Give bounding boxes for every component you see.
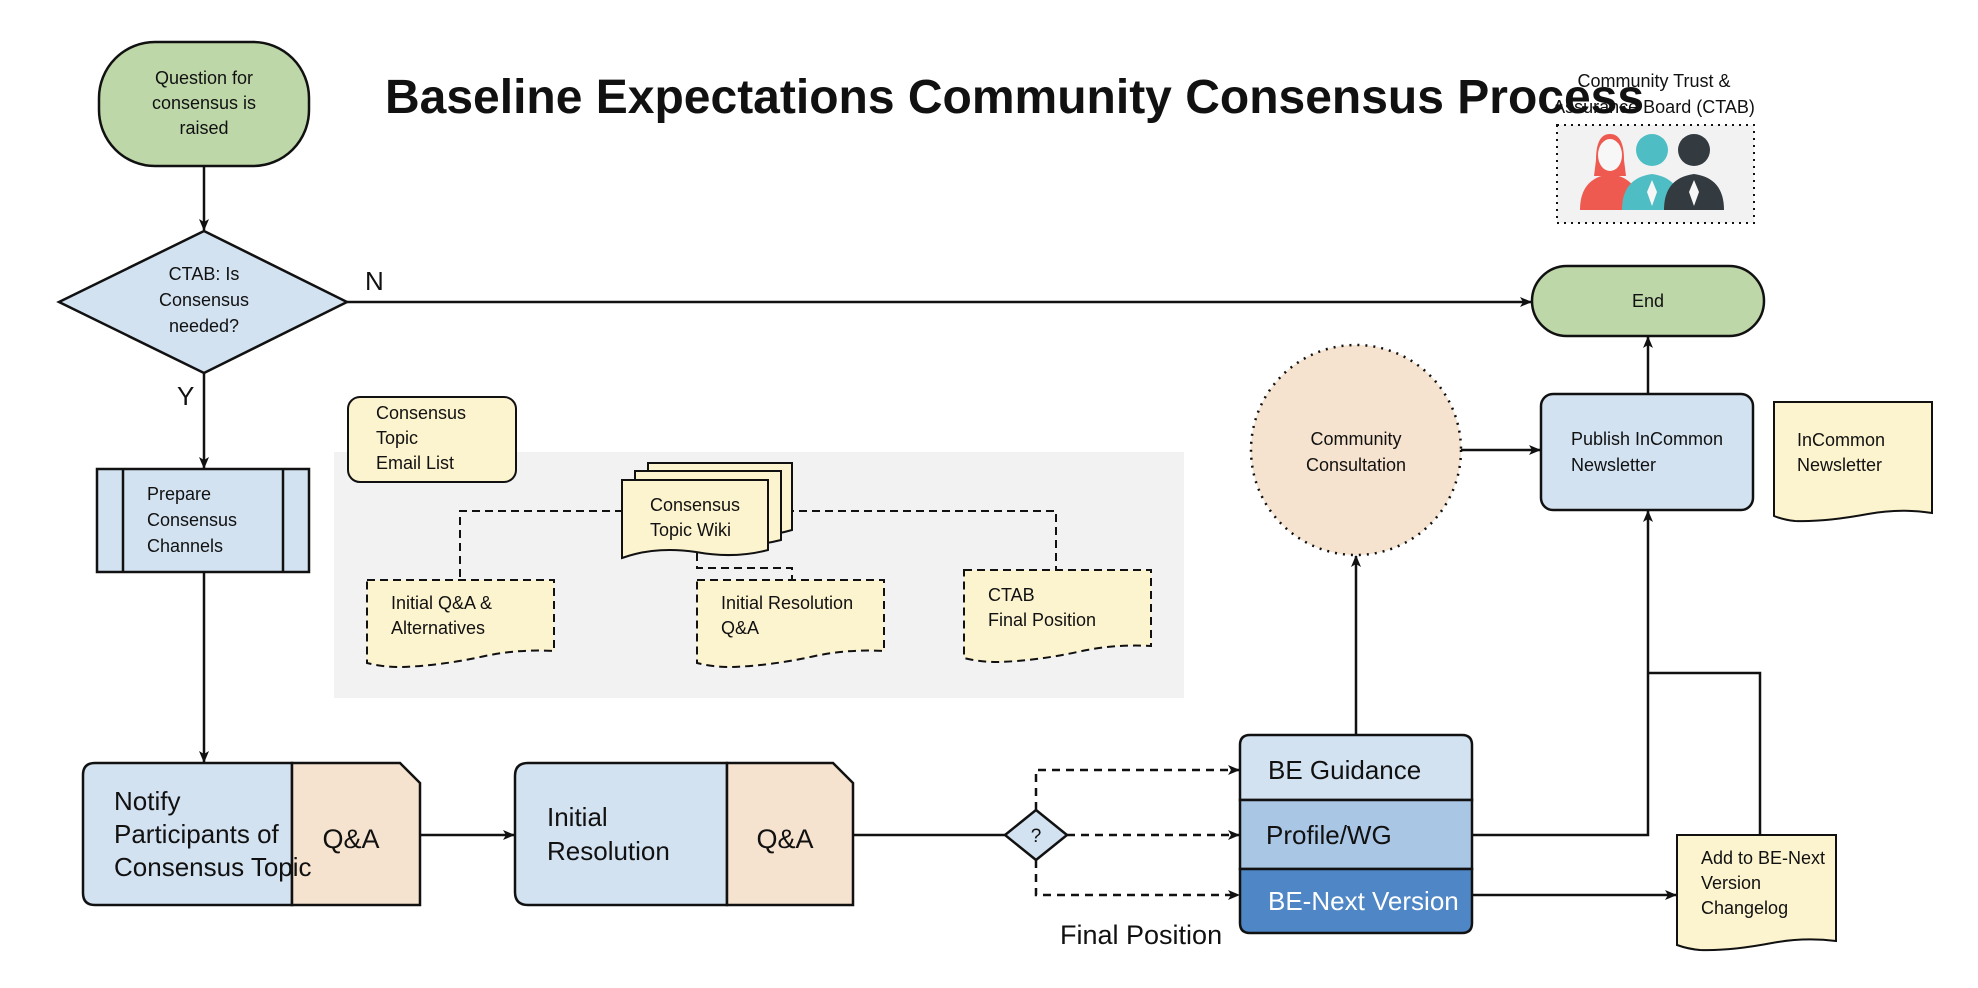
notify-line-1: Notify (114, 786, 180, 816)
publish-line-2: Newsletter (1571, 455, 1656, 475)
publish-line-1: Publish InCommon (1571, 429, 1723, 449)
start-line-1: Question for (155, 68, 253, 88)
wiki-multi-document: Consensus Topic Wiki (621, 462, 793, 560)
initial-resolution-process: Initial Resolution Q&A (513, 761, 855, 907)
doc-initial-resolution-line-1: Initial Resolution (721, 593, 853, 613)
doc-initial-qa-line-1: Initial Q&A & (391, 593, 492, 613)
initial-resolution-qa-tab: Q&A (756, 824, 813, 854)
prepare-line-1: Prepare (147, 484, 211, 504)
profile-wg-label: Profile/WG (1266, 820, 1392, 850)
person-man-dark-icon (1664, 134, 1724, 210)
be-guidance-label: BE Guidance (1268, 755, 1421, 785)
decision-line-1: CTAB: Is (169, 264, 240, 284)
notify-line-2: Participants of (114, 819, 280, 849)
doc-ctab-final-position: CTAB Final Position (963, 569, 1152, 664)
email-list-line-1: Consensus (376, 403, 466, 423)
prepare-line-3: Channels (147, 536, 223, 556)
community-consultation: Community Consultation (1249, 343, 1463, 557)
publish-newsletter-process: Publish InCommon Newsletter (1539, 392, 1755, 512)
newsletter-document: InCommon Newsletter (1773, 401, 1933, 523)
newsletter-line-1: InCommon (1797, 430, 1885, 450)
doc-ctab-final-line-1: CTAB (988, 585, 1035, 605)
people-icon (1580, 134, 1724, 210)
changelog-document: Add to BE-Next Version Changelog (1676, 834, 1837, 952)
ctab-line-1: Community Trust & (1577, 71, 1730, 91)
end-terminator: End (1530, 264, 1766, 338)
decision-outputs (1034, 765, 1240, 900)
end-label: End (1632, 291, 1664, 311)
final-position-label: Final Position (1060, 920, 1222, 950)
yes-label: Y (177, 381, 194, 411)
newsletter-line-2: Newsletter (1797, 455, 1882, 475)
wiki-connectors (459, 510, 1057, 580)
be-next-version-box (1238, 867, 1474, 935)
no-label: N (365, 266, 384, 296)
notify-participants-process: Notify Participants of Consensus Topic Q… (81, 761, 422, 907)
changelog-line-3: Changelog (1701, 898, 1788, 918)
be-guidance-box (1238, 733, 1474, 802)
decision-line-2: Consensus (159, 290, 249, 310)
email-list-line-3: Email List (376, 453, 454, 473)
final-position-decision: ? (1003, 808, 1069, 862)
consultation-line-1: Community (1310, 429, 1401, 449)
doc-initial-resolution-line-2: Q&A (721, 618, 759, 638)
consultation-line-2: Consultation (1306, 455, 1406, 475)
diagram-title: Baseline Expectations Community Consensu… (385, 71, 1644, 124)
small-decision-label: ? (1031, 826, 1042, 847)
wiki-line-2: Topic Wiki (650, 520, 731, 540)
consensus-decision: CTAB: Is Consensus needed? (56, 229, 350, 375)
ctab-board: Community Trust & Assurance Board (CTAB) (1553, 71, 1755, 224)
notify-qa-tab: Q&A (322, 824, 379, 854)
doc-initial-resolution: Initial Resolution Q&A (696, 579, 885, 669)
start-line-2: consensus is (152, 93, 256, 113)
decision-line-3: needed? (169, 316, 239, 336)
start-line-3: raised (179, 118, 228, 138)
doc-ctab-final-line-2: Final Position (988, 610, 1096, 630)
changelog-line-2: Version (1701, 873, 1761, 893)
profile-wg-box (1238, 798, 1474, 871)
prepare-channels-process: Prepare Consensus Channels (95, 467, 311, 574)
changelog-line-1: Add to BE-Next (1701, 848, 1825, 868)
start-terminator: Question for consensus is raised (97, 40, 311, 168)
flow-connectors (199, 166, 1762, 900)
initial-resolution-line-1: Initial (547, 802, 608, 832)
be-next-version-label: BE-Next Version (1268, 886, 1459, 916)
ctab-line-2: Assurance Board (CTAB) (1553, 97, 1755, 117)
doc-initial-qa: Initial Q&A & Alternatives (366, 579, 555, 669)
email-list-box: Consensus Topic Email List (347, 396, 517, 483)
prepare-line-2: Consensus (147, 510, 237, 530)
outcome-stack: BE Guidance Profile/WG BE-Next Version (1238, 733, 1474, 935)
wiki-line-1: Consensus (650, 495, 740, 515)
notify-line-3: Consensus Topic (114, 852, 312, 882)
email-list-line-2: Topic (376, 428, 418, 448)
initial-resolution-line-2: Resolution (547, 836, 670, 866)
doc-initial-qa-line-2: Alternatives (391, 618, 485, 638)
